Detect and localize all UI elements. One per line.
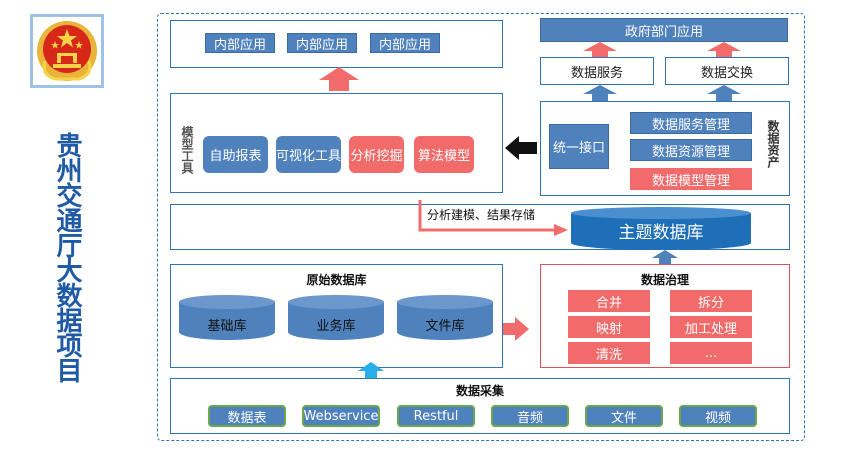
up-arrow-cyan-icon <box>358 362 384 380</box>
data-assets-label: 数据资产 <box>766 120 780 168</box>
file-db-cylinder <box>397 295 493 340</box>
split-cell[interactable]: 拆分 <box>670 290 752 312</box>
data-resource-management[interactable]: 数据资源管理 <box>630 139 752 161</box>
internal-app-3[interactable]: 内部应用 <box>370 33 440 53</box>
data-exchange-box[interactable]: 数据交换 <box>665 57 789 85</box>
analysis-note: 分析建模、结果存储 <box>427 208 536 222</box>
gov-apps[interactable]: 政府部门应用 <box>540 18 788 42</box>
up-arrow-blue-icon <box>583 85 617 101</box>
right-arrow-red-icon <box>503 317 529 341</box>
raw-database-title: 原始数据库 <box>306 273 367 287</box>
connector-red-arrow <box>418 200 568 236</box>
model-tools-label: 模型工具 <box>180 126 194 174</box>
data-collection-title: 数据采集 <box>455 384 504 398</box>
base-db-label[interactable]: 基础库 <box>207 319 247 334</box>
visualization-tool-button[interactable]: 可视化工具 <box>276 136 341 173</box>
mapping-cell[interactable]: 映射 <box>568 316 650 338</box>
theme-database-label[interactable]: 主题数据库 <box>618 223 704 243</box>
up-arrow-blue-icon <box>707 85 741 101</box>
business-db-label[interactable]: 业务库 <box>316 319 356 334</box>
processing-cell[interactable]: 加工处理 <box>670 316 752 338</box>
national-emblem <box>30 14 104 88</box>
architecture-frame <box>157 13 805 441</box>
business-db-cylinder <box>288 295 384 340</box>
collection-restful[interactable]: Restful <box>397 405 475 427</box>
theme-database-cylinder <box>571 207 751 250</box>
emblem-icon <box>37 21 97 81</box>
algorithm-model-button[interactable]: 算法模型 <box>414 136 474 173</box>
internal-app-2[interactable]: 内部应用 <box>287 33 357 53</box>
up-arrow-blue-icon <box>652 250 678 264</box>
data-model-management[interactable]: 数据模型管理 <box>630 168 752 190</box>
project-title: 贵州交通厅大数据项目 <box>52 132 82 402</box>
project-title-text: 贵州交通厅大数据项目 <box>52 132 82 382</box>
data-service-box[interactable]: 数据服务 <box>540 57 654 85</box>
collection-video[interactable]: 视频 <box>679 405 757 427</box>
analysis-mining-button[interactable]: 分析挖掘 <box>349 136 404 173</box>
base-db-cylinder <box>179 295 275 340</box>
collection-file[interactable]: 文件 <box>585 405 663 427</box>
unified-interface-box[interactable]: 统一接口 <box>549 124 609 169</box>
left-arrow-black-icon <box>505 136 537 160</box>
up-arrow-red-icon <box>583 42 617 58</box>
file-db-label[interactable]: 文件库 <box>425 319 465 334</box>
data-service-management[interactable]: 数据服务管理 <box>630 112 752 134</box>
cleansing-cell[interactable]: 清洗 <box>568 342 650 364</box>
collection-audio[interactable]: 音频 <box>491 405 569 427</box>
self-report-button[interactable]: 自助报表 <box>203 136 268 173</box>
collection-data-table[interactable]: 数据表 <box>208 405 286 427</box>
up-arrow-red-icon <box>707 42 741 58</box>
merge-cell[interactable]: 合并 <box>568 290 650 312</box>
data-governance-title: 数据治理 <box>640 273 689 287</box>
ellipsis-cell[interactable]: … <box>670 342 752 364</box>
up-arrow-red-icon <box>319 67 359 91</box>
internal-app-1[interactable]: 内部应用 <box>205 33 275 53</box>
collection-webservice[interactable]: Webservice <box>302 405 380 427</box>
